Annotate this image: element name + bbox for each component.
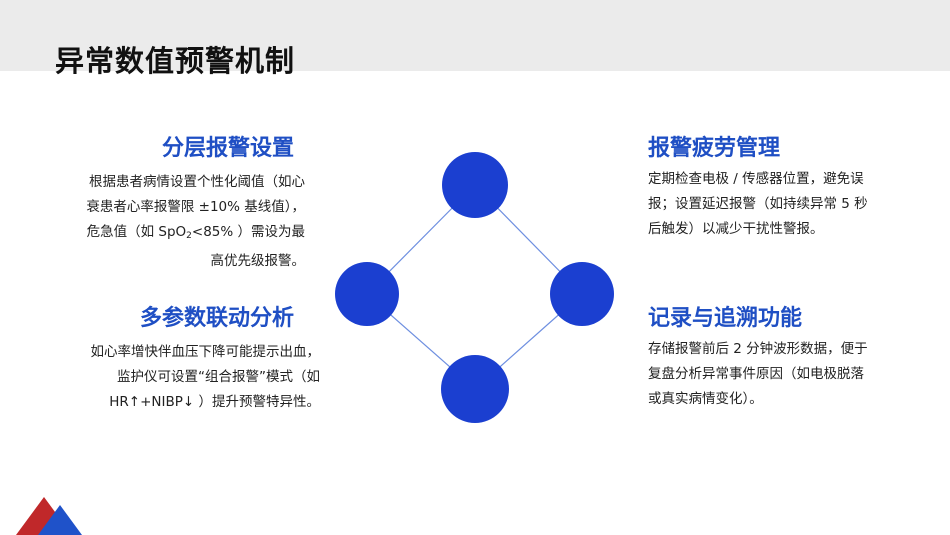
mountain-logo-icon bbox=[16, 497, 82, 535]
text-line: 定期检查电极 / 传感器位置，避免误 bbox=[648, 171, 864, 187]
heading-record-trace: 记录与追溯功能 bbox=[648, 306, 803, 331]
text-line: HR↑+NIBP↓ ）提升预警特异性。 bbox=[109, 394, 320, 410]
heading-layered-alarm: 分层报警设置 bbox=[162, 136, 295, 161]
text-line: 根据患者病情设置个性化阈值（如心 bbox=[89, 174, 305, 190]
text-line: 后触发）以减少干扰性警报。 bbox=[648, 221, 824, 237]
text-layered-alarm: 根据患者病情设置个性化阈值（如心 衰患者心率报警限 ±10% 基线值）， 危急值… bbox=[55, 170, 305, 274]
text-line: 高优先级报警。 bbox=[210, 253, 306, 269]
text-line: 存储报警前后 2 分钟波形数据，便于 bbox=[648, 341, 868, 357]
text-line: 如心率增快伴血压下降可能提示出血， bbox=[90, 344, 321, 360]
title-band bbox=[0, 0, 950, 71]
text-fragment: 危急值（如 SpO bbox=[86, 224, 187, 240]
text-line: 报；设置延迟报警（如持续异常 5 秒 bbox=[648, 196, 868, 212]
text-line: 危急值（如 SpO2<85% ）需设为最 bbox=[55, 220, 305, 249]
subscript: 2 bbox=[186, 231, 192, 241]
text-record-trace: 存储报警前后 2 分钟波形数据，便于 复盘分析异常事件原因（如电极脱落 或真实病… bbox=[648, 337, 898, 412]
text-line: 或真实病情变化）。 bbox=[648, 391, 763, 407]
node-circle-right bbox=[550, 262, 614, 326]
text-line: 监护仪可设置“组合报警”模式（如 bbox=[117, 369, 320, 385]
text-fragment: <85% ）需设为最 bbox=[191, 224, 305, 240]
text-multi-parameter: 如心率增快伴血压下降可能提示出血， 监护仪可设置“组合报警”模式（如 HR↑+N… bbox=[55, 340, 321, 415]
node-circle-top bbox=[442, 152, 508, 218]
text-alarm-fatigue: 定期检查电极 / 传感器位置，避免误 报；设置延迟报警（如持续异常 5 秒 后触… bbox=[648, 167, 898, 242]
heading-multi-parameter: 多参数联动分析 bbox=[140, 306, 295, 331]
node-circle-left bbox=[335, 262, 399, 326]
node-circle-bottom bbox=[441, 355, 509, 423]
page-title: 异常数值预警机制 bbox=[55, 44, 296, 78]
heading-alarm-fatigue: 报警疲劳管理 bbox=[648, 136, 781, 161]
text-line: 复盘分析异常事件原因（如电极脱落 bbox=[648, 366, 864, 382]
text-line: 衰患者心率报警限 ±10% 基线值）， bbox=[86, 199, 305, 215]
